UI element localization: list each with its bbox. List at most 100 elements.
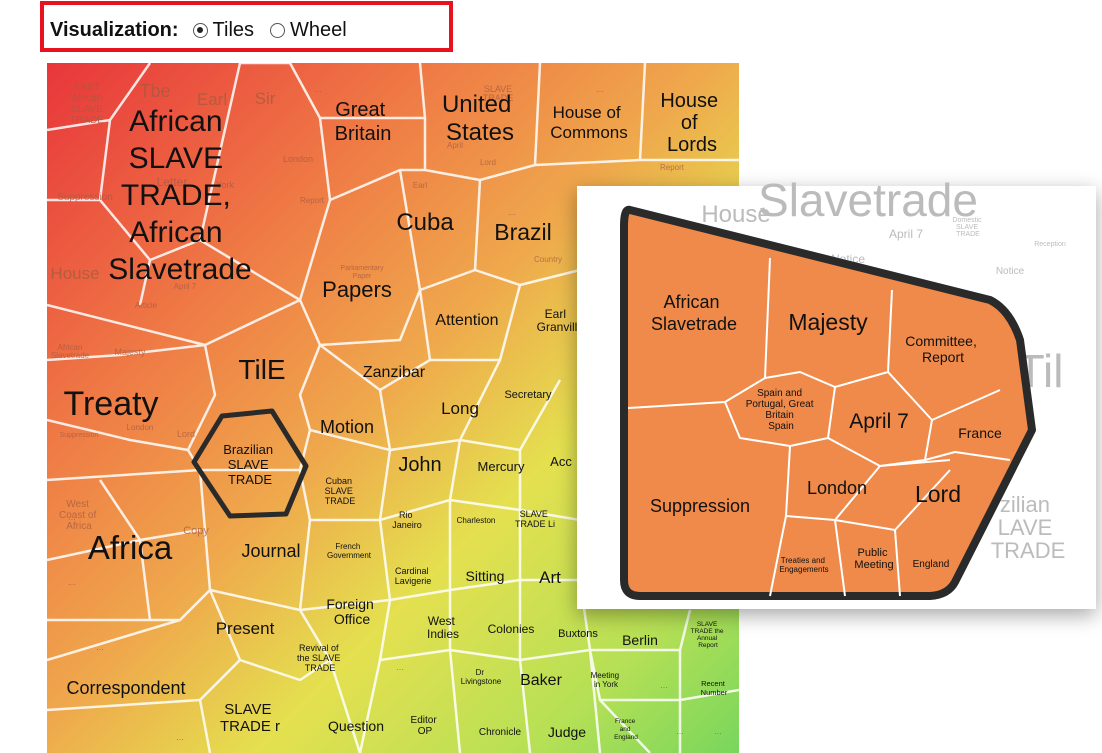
tile-label-cardinal-lavigerie[interactable]: Cardinal Lavigerie xyxy=(395,566,432,586)
inset-label-lord[interactable]: Lord xyxy=(915,481,961,507)
tile-line: Janeiro xyxy=(392,520,422,530)
tile-label-mercury[interactable]: Mercury xyxy=(478,459,525,474)
tile-label-african-slave-trade[interactable]: African SLAVE TRADE, African Slavetrade xyxy=(108,105,251,286)
tile-label-meeting-in-york[interactable]: Meeting in York xyxy=(591,671,622,689)
inset-line: Committee, xyxy=(905,333,977,349)
tile-label-acc[interactable]: Acc xyxy=(550,454,572,469)
tile-line: SLAVE xyxy=(697,621,718,628)
inset-cell-outline[interactable] xyxy=(620,205,1036,600)
bg-word: Parliamentary xyxy=(340,265,384,272)
tile-label-secretary[interactable]: Secretary xyxy=(504,389,552,401)
tile-label-papers[interactable]: Papers xyxy=(322,277,392,302)
inset-label-treaties[interactable]: Treaties and Engagements xyxy=(779,556,828,574)
tile-label-france-and-england[interactable]: France and England xyxy=(614,718,638,741)
bg-word: Paper xyxy=(353,273,372,280)
tile-label-long[interactable]: Long xyxy=(441,399,479,418)
inset-label-majesty[interactable]: Majesty xyxy=(788,309,868,335)
tile-line: Livingstone xyxy=(461,677,502,686)
tile-label-art[interactable]: Art xyxy=(539,568,561,587)
inset-label-public-meeting[interactable]: Public Meeting xyxy=(854,547,893,571)
tile-label-rio-janeiro[interactable]: Rio Janeiro xyxy=(392,510,422,530)
inset-label-african-slavetrade[interactable]: African Slavetrade xyxy=(651,292,737,334)
tile-label-motion[interactable]: Motion xyxy=(320,417,374,437)
inset-line: Treaties and xyxy=(781,556,825,565)
tile-label-sitting[interactable]: Sitting xyxy=(466,568,505,584)
tile-label-recent-number[interactable]: Recent Number xyxy=(701,679,728,697)
tile-label-buxtons[interactable]: Buxtons xyxy=(558,628,598,640)
tile-label-africa[interactable]: Africa xyxy=(88,529,173,566)
bg-word: ... xyxy=(714,726,722,736)
tile-label-treaty[interactable]: Treaty xyxy=(63,385,158,423)
tile-label-slave-trade-r[interactable]: SLAVE TRADE r xyxy=(220,701,280,735)
radio-tiles-label: Tiles xyxy=(212,19,255,41)
tile-label-earl-granville[interactable]: Earl Granvill xyxy=(537,307,578,334)
inset-label-france[interactable]: France xyxy=(958,425,1002,441)
tile-label-john[interactable]: John xyxy=(398,454,441,476)
tile-label-foreign-office[interactable]: Foreign Office xyxy=(326,596,377,627)
tile-line: in York xyxy=(594,680,619,689)
tile-line: Revival of xyxy=(299,643,339,653)
tile-label-colonies[interactable]: Colonies xyxy=(488,622,535,636)
inset-label-april-7[interactable]: April 7 xyxy=(849,410,909,433)
tile-line: England xyxy=(614,734,638,741)
tile-line: Commons xyxy=(550,123,627,142)
tile-line: of xyxy=(681,112,698,134)
tile-label-chronicle[interactable]: Chronicle xyxy=(479,727,522,738)
tile-label-french-government[interactable]: French Government xyxy=(327,542,372,560)
radio-tiles-icon[interactable] xyxy=(192,23,208,38)
inset-cell-borders xyxy=(627,257,1011,597)
tile-line: Rio xyxy=(399,510,413,520)
tile-label-west-coast[interactable]: West Coast of Africa xyxy=(59,499,99,532)
tile-label-correspondent[interactable]: Correspondent xyxy=(66,678,185,698)
inset-label-england[interactable]: England xyxy=(913,559,950,570)
radio-wheel-icon[interactable] xyxy=(270,23,286,38)
radio-wheel-label: Wheel xyxy=(290,19,347,41)
tile-label-united-states[interactable]: United States xyxy=(442,91,518,146)
inset-label-suppression[interactable]: Suppression xyxy=(650,496,750,516)
tile-label-journal[interactable]: Journal xyxy=(241,541,300,561)
tile-label-berlin[interactable]: Berlin xyxy=(622,632,658,648)
tile-label-house-of-commons[interactable]: House of Commons xyxy=(550,103,627,142)
bg-word: Slavetrade xyxy=(51,351,90,360)
tile-label-slave-trade-annual-report[interactable]: SLAVE TRADE the Annual Report xyxy=(691,621,726,649)
tile-line: Earl xyxy=(545,307,566,321)
tile-label-tile[interactable]: TilE xyxy=(238,354,285,385)
tile-label-cuban-slave-trade[interactable]: Cuban SLAVE TRADE xyxy=(325,476,356,506)
tile-label-slave-trade-li[interactable]: SLAVE TRADE Li xyxy=(515,509,555,529)
bg-word: EAST xyxy=(74,82,100,93)
tile-line: Report xyxy=(698,642,718,649)
tile-label-house-of-lords[interactable]: House of Lords xyxy=(660,90,723,156)
bg-word: Suppression xyxy=(57,192,113,203)
tile-label-west-indies[interactable]: West Indies xyxy=(427,614,459,641)
tile-label-brazil[interactable]: Brazil xyxy=(494,219,552,245)
inset-label-london[interactable]: London xyxy=(807,478,867,498)
tile-line: West xyxy=(66,499,89,510)
tile-line: Meeting xyxy=(591,671,619,680)
tile-label-attention[interactable]: Attention xyxy=(435,312,498,329)
tile-label-editor-op[interactable]: Editor OP xyxy=(411,715,440,737)
tile-line: French xyxy=(335,542,360,551)
tile-label-judge[interactable]: Judge xyxy=(548,724,586,740)
inset-line: Meeting xyxy=(854,559,893,571)
inset-bg-reception: Reception xyxy=(1034,241,1066,248)
tile-line: House of xyxy=(553,103,621,122)
tile-label-copy[interactable]: Copy xyxy=(183,525,209,537)
tile-label-cuba[interactable]: Cuba xyxy=(396,209,454,236)
tile-label-baker[interactable]: Baker xyxy=(520,672,562,689)
radio-wheel[interactable]: Wheel xyxy=(270,19,347,42)
tile-label-great-britain[interactable]: Great Britain xyxy=(335,99,392,145)
bg-word: London xyxy=(127,423,154,432)
inset-label-committee-report[interactable]: Committee, Report xyxy=(905,333,980,365)
tile-label-charleston[interactable]: Charleston xyxy=(457,516,496,525)
tile-label-revival[interactable]: Revival of the SLAVE TRADE xyxy=(297,643,343,673)
inset-bg-line: TRADE xyxy=(991,538,1066,563)
inset-label-spain-portugal[interactable]: Spain and Portugal, Great Britain Spain xyxy=(746,388,817,432)
selected-cell-outline[interactable] xyxy=(191,408,309,519)
tile-label-brazilian-slave-trade[interactable]: Brazilian SLAVE TRADE xyxy=(223,442,276,487)
tile-label-dr-livingstone[interactable]: Dr Livingstone xyxy=(461,668,502,686)
tile-label-zanzibar[interactable]: Zanzibar xyxy=(363,364,426,381)
tile-label-present[interactable]: Present xyxy=(216,619,275,638)
tile-label-question[interactable]: Question xyxy=(328,718,384,734)
bg-word: SLAVE xyxy=(71,104,103,115)
radio-tiles[interactable]: Tiles xyxy=(192,19,255,42)
